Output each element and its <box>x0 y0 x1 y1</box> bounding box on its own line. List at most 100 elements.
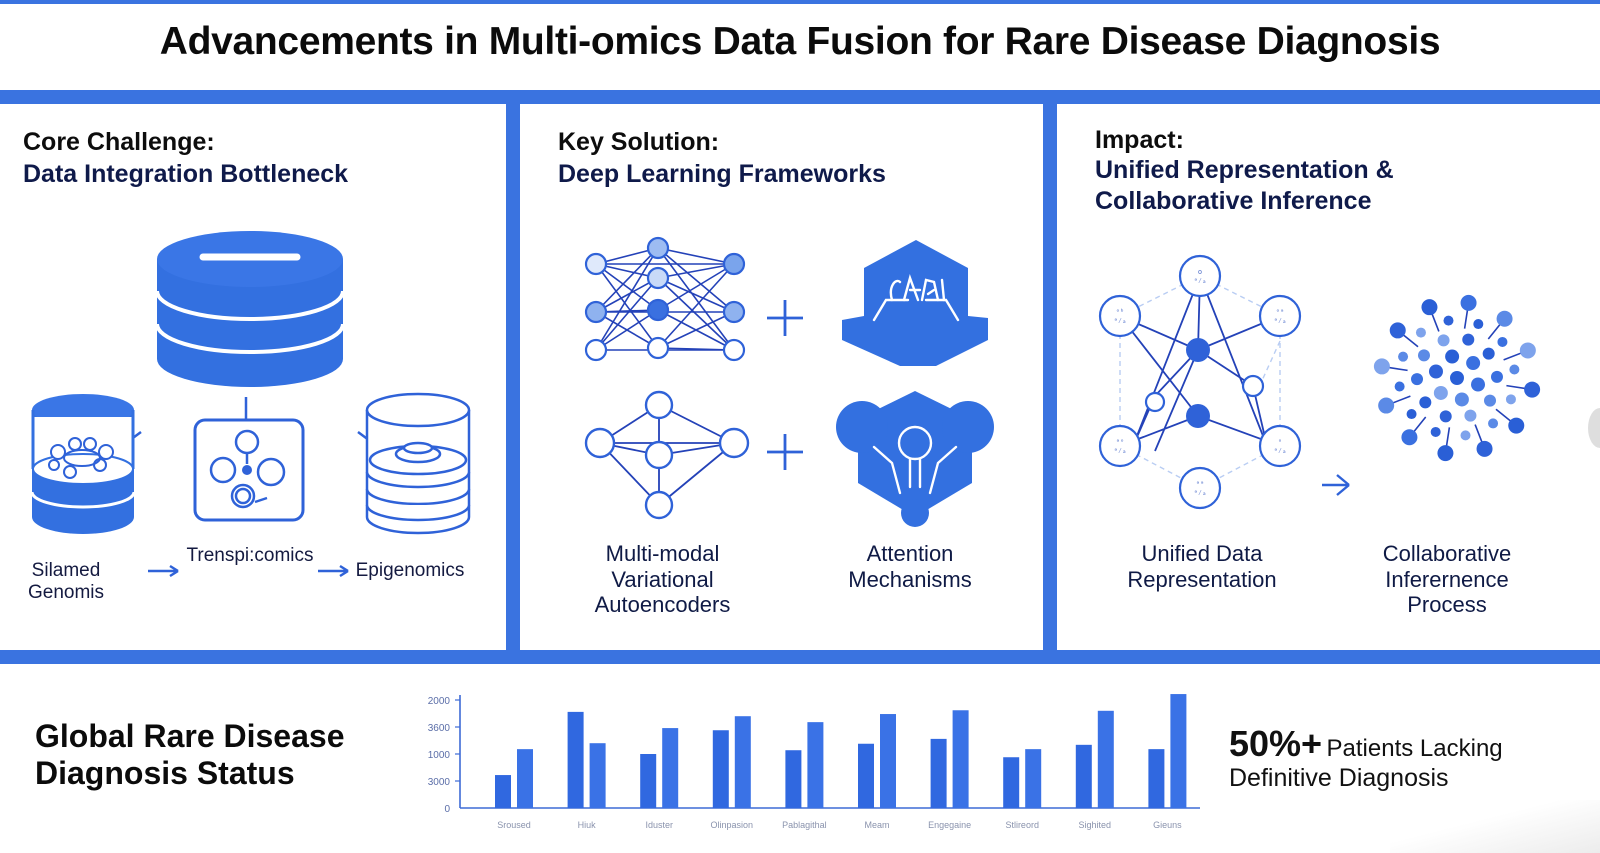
burst-node <box>1497 336 1508 347</box>
svg-text:ᵃᵃ: ᵃᵃ <box>1196 480 1204 488</box>
burst-node <box>1460 294 1477 311</box>
svg-text:ᵃ⁄ₐ: ᵃ⁄ₐ <box>1274 447 1287 455</box>
burst-node <box>1496 310 1513 327</box>
burst-node <box>1460 430 1471 441</box>
bar-series-b <box>807 722 824 808</box>
x-tick-label: Stlireord <box>1005 820 1039 830</box>
panel-heading-title: Data Integration Bottleneck <box>23 160 349 188</box>
burst-node <box>1373 358 1390 375</box>
x-tick-label: Engegaine <box>928 820 971 830</box>
unified-label-line2: Representation <box>1127 566 1277 592</box>
bar-series-a <box>1148 749 1165 808</box>
hexagon-mechanism-icon <box>836 391 994 527</box>
bottom-band <box>0 650 1600 664</box>
page-title: Advancements in Multi-omics Data Fusion … <box>159 20 1441 63</box>
burst-node <box>1378 397 1395 414</box>
database-icon <box>155 231 345 387</box>
corner-fade <box>1390 800 1600 853</box>
bar-series-b <box>1097 710 1114 808</box>
burst-node <box>1505 394 1516 405</box>
plus-icon <box>767 434 803 470</box>
panel-heading-title: Deep Learning Frameworks <box>558 160 886 188</box>
bar-series-a <box>1003 757 1020 808</box>
panel-heading-label: Impact: <box>1095 126 1184 154</box>
stat-text-line1: Patients Lacking <box>1326 735 1503 762</box>
panel-impact: Impact: Unified Representation & Collabo… <box>1057 104 1600 650</box>
burst-node <box>1471 377 1486 392</box>
plus-icon <box>767 300 803 336</box>
burst-node <box>1389 322 1406 339</box>
bar-series-a <box>858 743 874 808</box>
panel-divider-2 <box>1043 90 1057 664</box>
bar-series-b <box>1170 694 1187 808</box>
burst-node <box>1490 370 1503 383</box>
vae-label: Multi-modal Variational Autoencoders <box>560 541 765 618</box>
epigenomics-cylinder-icon <box>365 392 471 535</box>
panel-heading-title-line1: Unified Representation & <box>1095 156 1394 184</box>
burst-node <box>1401 429 1418 446</box>
burst-node <box>1411 373 1424 386</box>
svg-text:ᵃ⁄ₐ: ᵃ⁄ₐ <box>1274 317 1287 325</box>
bar-series-a <box>495 775 511 808</box>
y-tick-label: 2000 <box>428 696 451 707</box>
burst-node <box>1476 440 1493 457</box>
burst-node <box>1464 409 1477 422</box>
svg-text:ᵃ⁄ₐ: ᵃ⁄ₐ <box>1114 317 1127 325</box>
y-tick-label: 0 <box>444 804 450 815</box>
y-tick-label: 3600 <box>428 723 451 734</box>
stat-text-line2: Definitive Diagnosis <box>1229 764 1449 793</box>
bar-series-a <box>640 754 657 808</box>
arrow-right-icon <box>1322 474 1350 496</box>
svg-text:o: o <box>1198 268 1202 276</box>
graph-network-icon: oᵃ⁄ₐ ᵒᵇᵃ⁄ₐ ᵒᵃᵃ⁄ₐ ᵃᵒᵃ⁄ₐ ᵒᵃ⁄ₐ ᵃᵃᵃ⁄ₐ <box>1098 254 1302 510</box>
panel-divider-1 <box>506 90 520 664</box>
cluster-burst-icon <box>1373 294 1541 462</box>
bar-series-a <box>567 711 584 808</box>
burst-node <box>1519 342 1536 359</box>
x-tick-label: Meam <box>864 820 889 830</box>
scroll-indicator <box>1588 408 1600 448</box>
attention-label-line1: Attention <box>866 541 954 566</box>
transcriptomics-label: Trenspi:comics <box>186 545 314 566</box>
vae-label-line2: Variational <box>611 566 714 592</box>
autoencoder-network-icon <box>584 390 750 520</box>
y-tick-label: 1000 <box>428 750 451 761</box>
burst-node <box>1509 364 1520 375</box>
collaborative-inference-label: Collaborative Inferernence Process <box>1357 541 1537 618</box>
burst-node <box>1450 371 1464 385</box>
collab-label-line3: Process <box>1407 592 1487 618</box>
burst-node <box>1417 349 1430 362</box>
burst-node <box>1398 351 1409 362</box>
top-band <box>0 90 1600 104</box>
burst-node <box>1419 396 1432 409</box>
transcriptomics-box-icon <box>193 418 305 522</box>
burst-node <box>1421 299 1438 316</box>
panel-core-challenge: Core Challenge: Data Integration Bottlen… <box>0 104 506 650</box>
bar-series-b <box>952 710 969 808</box>
epigenomics-label: Epigenomics <box>355 560 465 581</box>
genomics-label-line1: Silamed <box>31 560 101 581</box>
collab-label-line1: Collaborative <box>1382 541 1512 566</box>
vae-label-line1: Multi-modal <box>605 541 720 566</box>
bar-series-b <box>517 749 533 808</box>
svg-text:ᵒ: ᵒ <box>1278 438 1282 446</box>
burst-node <box>1484 394 1497 407</box>
x-tick-label: Iduster <box>645 820 673 830</box>
burst-node <box>1430 426 1441 437</box>
y-tick-label: 3000 <box>428 777 451 788</box>
genomics-cylinder-icon <box>30 394 136 534</box>
svg-text:ᵒᵇ: ᵒᵇ <box>1116 308 1124 316</box>
bar-series-b <box>880 714 896 808</box>
bar-series-a <box>712 730 729 808</box>
genomics-label: Silamed Genomis <box>16 560 116 604</box>
burst-node <box>1439 410 1452 423</box>
attention-label-line2: Mechanisms <box>848 566 972 592</box>
burst-node <box>1394 381 1405 392</box>
svg-text:ᵃ⁄ₐ: ᵃ⁄ₐ <box>1114 447 1127 455</box>
undiagnosed-stat: 50%+ Patients Lacking Definitive Diagnos… <box>1229 722 1503 793</box>
stat-value: 50%+ <box>1229 723 1323 764</box>
status-title-line1: Global Rare Disease <box>35 718 345 754</box>
burst-node <box>1482 347 1495 360</box>
bar-series-a <box>1075 744 1092 808</box>
bar-series-a <box>930 738 947 808</box>
